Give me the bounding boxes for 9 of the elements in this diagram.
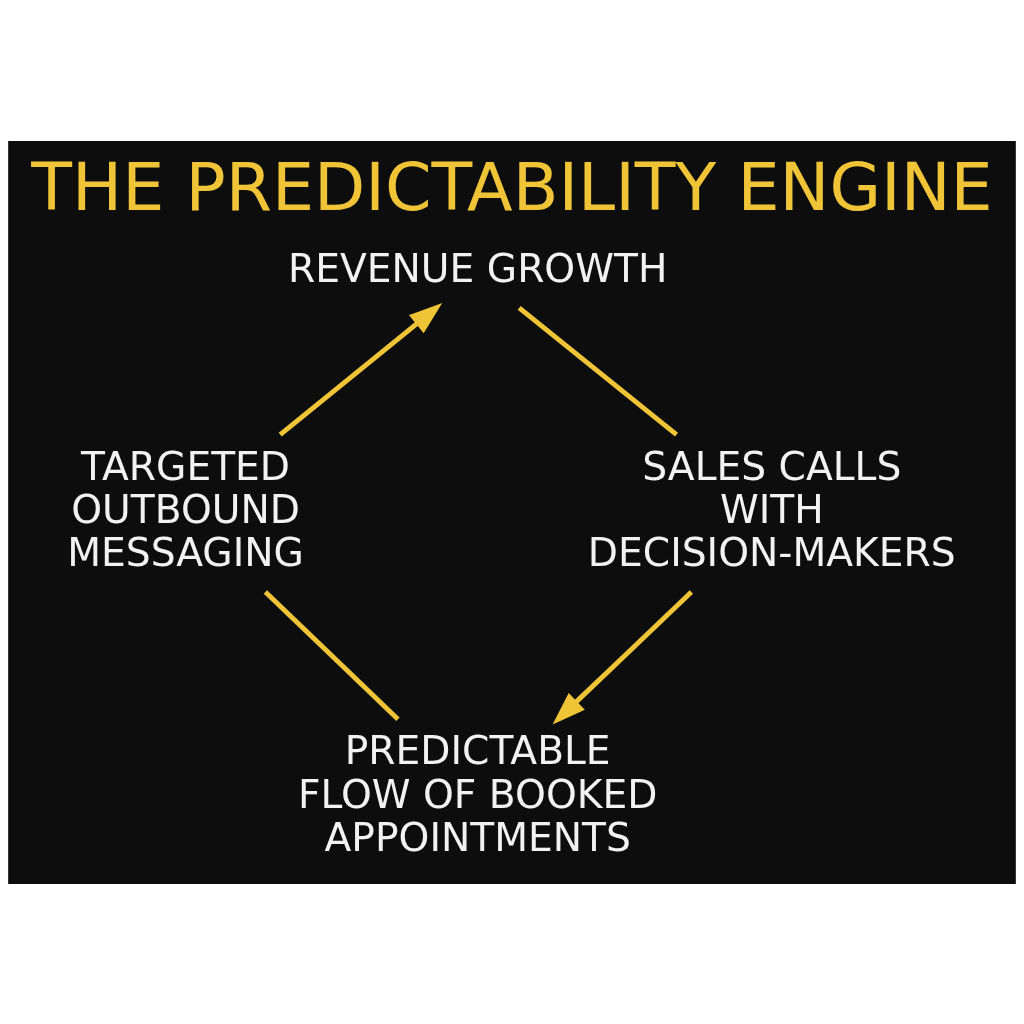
connector (263, 589, 400, 721)
arrow (278, 302, 443, 437)
connector (517, 305, 679, 437)
arrow (552, 589, 694, 724)
diagram-title: THE PREDICTABILITY ENGINE (31, 147, 993, 226)
node-text: TARGETED OUTBOUND MESSAGING (67, 443, 304, 575)
node-text: PREDICTABLE FLOW OF BOOKED APPOINTMENTS (298, 727, 658, 860)
node-text: SALES CALLS WITH DECISION-MAKERS (587, 443, 956, 575)
node-text: REVENUE GROWTH (288, 245, 668, 291)
